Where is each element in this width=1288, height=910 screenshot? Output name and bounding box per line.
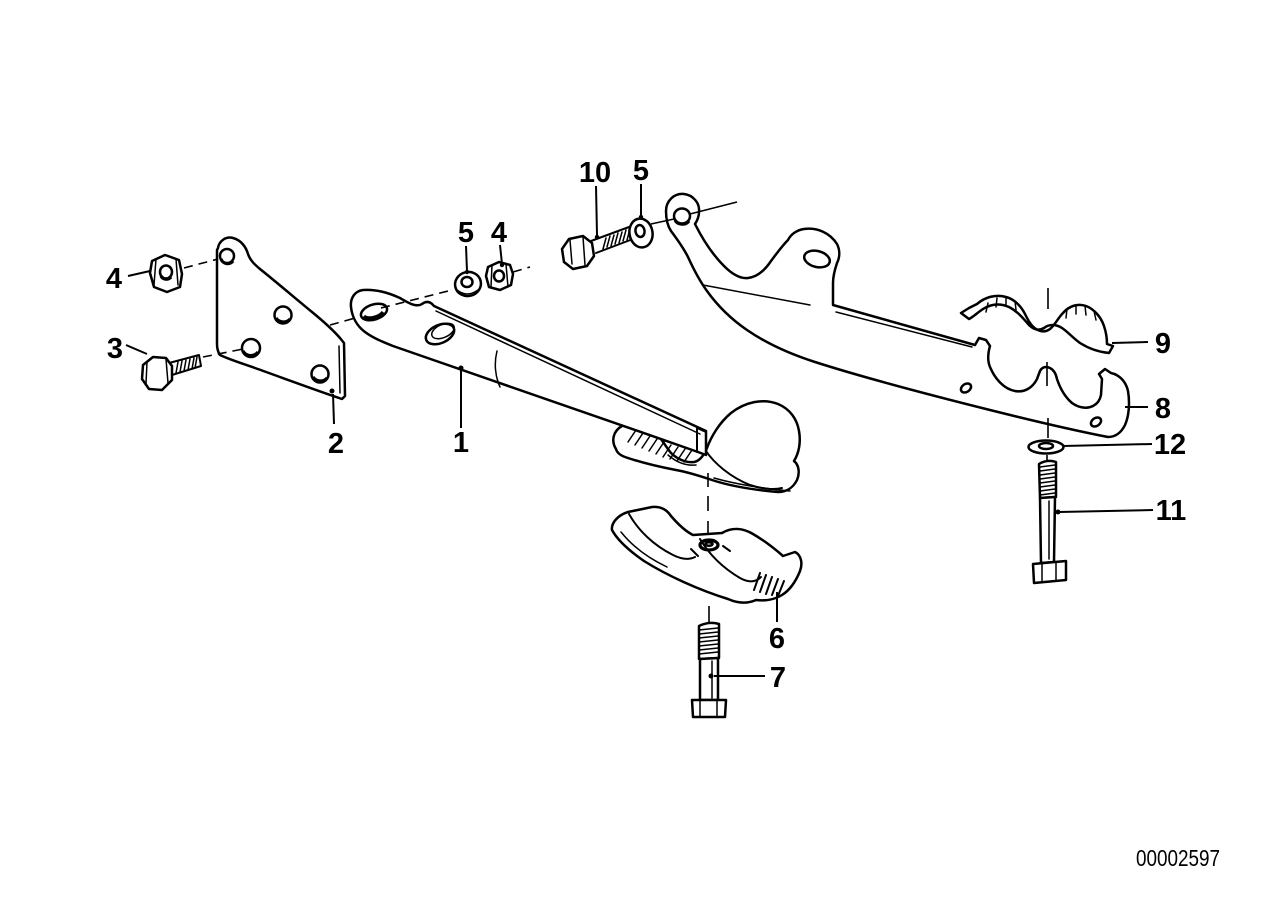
leader-dot — [329, 388, 335, 394]
part-upper-clamping-strip — [959, 294, 1115, 355]
part-clamp-bolt-lower — [690, 606, 728, 719]
part-lower-clamping-shell — [610, 505, 803, 604]
part-upper-saddle-shell — [612, 400, 802, 494]
part-mounting-bracket-plate — [215, 236, 347, 401]
part-washer-right — [1027, 439, 1065, 455]
part-rail-bracket — [650, 192, 1131, 439]
callout-labels: 4 3 2 5 4 1 10 5 9 8 12 11 6 7 — [106, 155, 1186, 694]
drawing-number: 00002597 — [1136, 845, 1220, 871]
callout-2: 2 — [328, 428, 344, 460]
callout-11: 11 — [1156, 495, 1187, 527]
callout-3: 3 — [107, 333, 123, 365]
alignment-axis — [380, 289, 453, 309]
callout-9: 9 — [1155, 328, 1171, 360]
part-washer-rail — [628, 217, 654, 249]
callout-5-right: 5 — [633, 155, 649, 187]
callout-12: 12 — [1154, 429, 1186, 461]
callout-6: 6 — [769, 623, 785, 655]
callout-7: 7 — [770, 662, 786, 694]
callout-10: 10 — [579, 157, 611, 189]
callout-4-left: 4 — [106, 263, 122, 295]
part-support-arm — [329, 288, 708, 457]
callout-1: 1 — [453, 427, 469, 459]
part-hex-bolt-left — [140, 348, 244, 392]
part-clamp-bolt-long — [1031, 455, 1068, 585]
part-hex-nut-arm — [484, 260, 515, 292]
saddle-hatch — [627, 429, 693, 463]
part-upper-saddle-front-edge — [705, 450, 791, 492]
alignment-axis — [512, 266, 531, 273]
centerline-clamp-stack — [1046, 288, 1049, 438]
leader-lines — [125, 184, 1154, 679]
callout-8: 8 — [1155, 393, 1171, 425]
callout-4-center: 4 — [491, 217, 507, 249]
callout-5-center: 5 — [458, 217, 474, 249]
part-hex-nut-left — [148, 253, 219, 294]
